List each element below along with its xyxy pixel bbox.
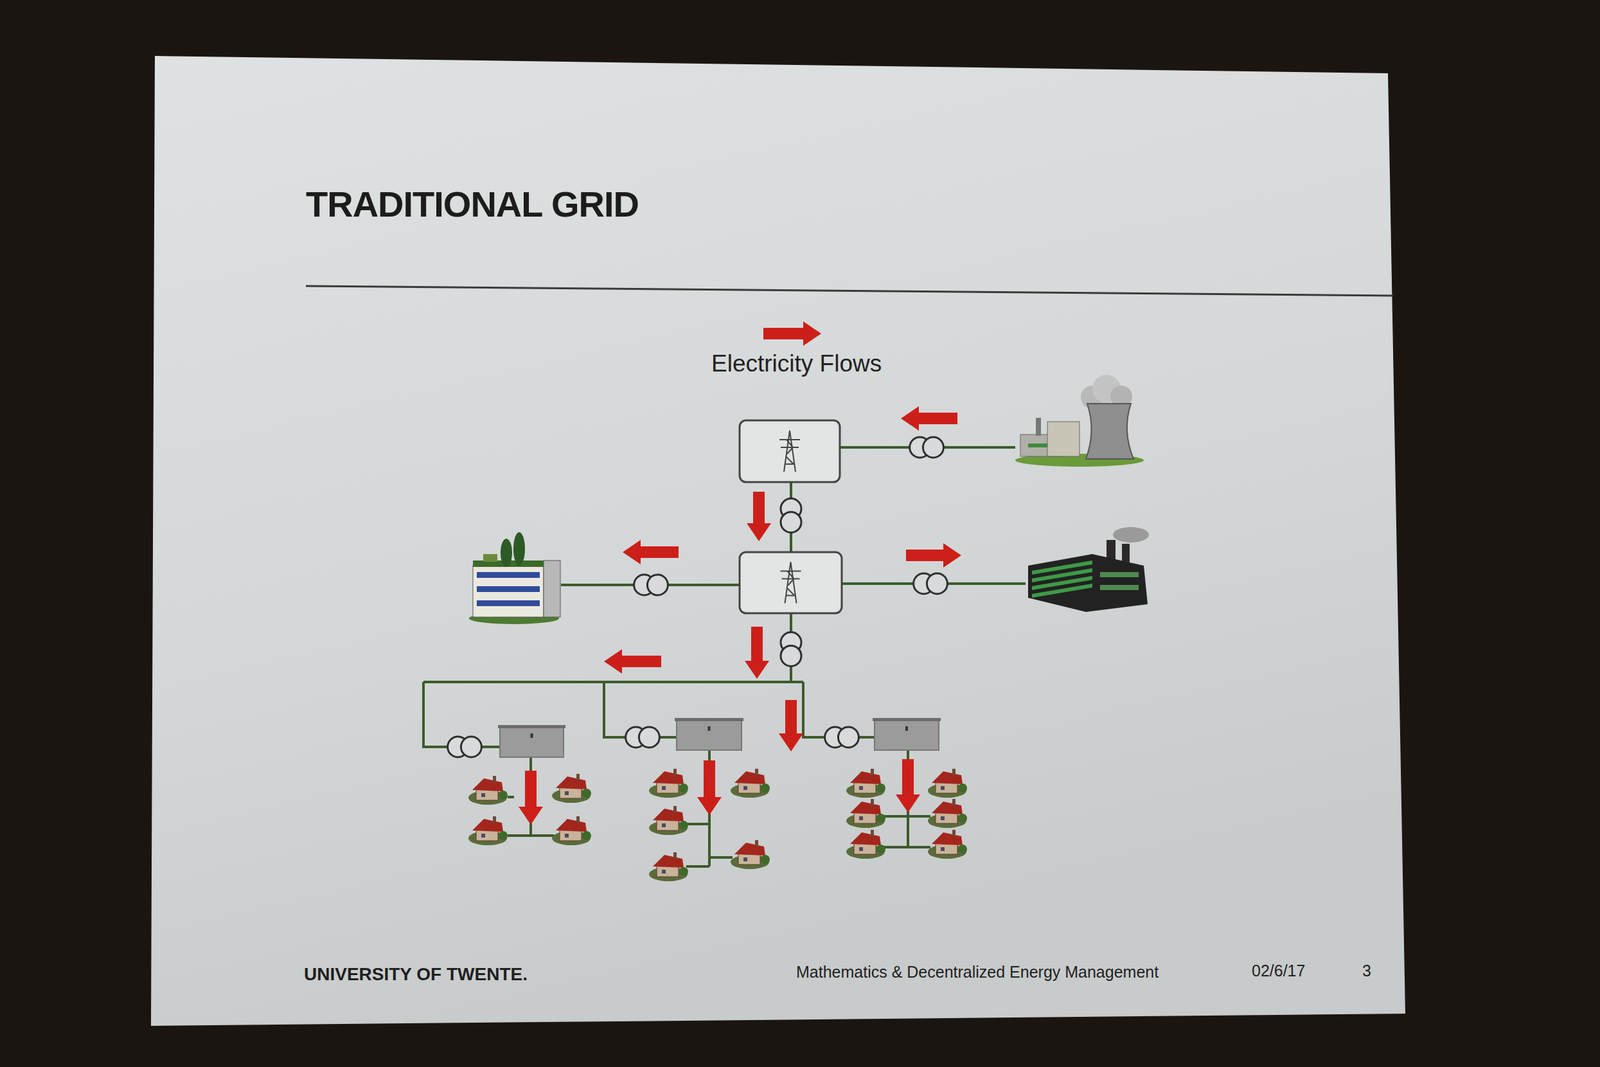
flow-arrow bbox=[746, 491, 772, 542]
factory-icon bbox=[1028, 526, 1149, 612]
transformer-symbol bbox=[825, 726, 860, 748]
flow-arrow bbox=[900, 406, 958, 431]
house-icon bbox=[468, 816, 508, 845]
transformer-coil bbox=[460, 736, 482, 757]
house-icon bbox=[927, 768, 968, 798]
grid-wire bbox=[883, 814, 931, 818]
pylon-icon bbox=[779, 430, 800, 472]
grid-wire bbox=[686, 864, 710, 868]
house-icon bbox=[648, 805, 689, 835]
transformer-symbol bbox=[634, 574, 669, 596]
transformer-coil bbox=[780, 645, 802, 666]
power-plant-icon bbox=[1015, 374, 1144, 467]
transformer-symbol bbox=[780, 498, 802, 533]
house-icon bbox=[927, 829, 968, 859]
substation-box bbox=[739, 420, 840, 482]
house-icon bbox=[730, 768, 770, 798]
page-number: 3 bbox=[1362, 961, 1372, 980]
substation-box bbox=[739, 551, 842, 614]
transformer-coil bbox=[647, 574, 668, 596]
office-icon bbox=[469, 532, 561, 624]
transformer-symbol bbox=[780, 632, 802, 667]
legend-text: Electricity Flows bbox=[711, 350, 882, 378]
distribution-cabinet bbox=[872, 717, 941, 750]
grid-wire bbox=[423, 680, 804, 684]
transformer-symbol bbox=[909, 436, 944, 458]
pylon-icon bbox=[780, 562, 802, 604]
distribution-cabinet bbox=[497, 724, 566, 757]
grid-wire bbox=[686, 822, 710, 826]
house-icon bbox=[927, 798, 968, 828]
legend-entry: Electricity Flows bbox=[711, 350, 882, 378]
house-icon bbox=[846, 829, 886, 859]
slide-screen bbox=[151, 55, 1406, 1026]
transformer-symbol bbox=[447, 736, 482, 757]
transformer-coil bbox=[780, 511, 802, 533]
house-icon bbox=[846, 798, 886, 828]
transformer-coil bbox=[922, 436, 944, 458]
flow-arrow bbox=[744, 626, 770, 679]
grid-wire bbox=[507, 795, 515, 799]
institution-name: UNIVERSITY OF TWENTE. bbox=[303, 963, 528, 985]
flow-arrow bbox=[622, 539, 679, 565]
grid-wire bbox=[709, 855, 733, 859]
transformer-coil bbox=[837, 726, 859, 748]
flow-arrow bbox=[906, 542, 962, 568]
transformer-symbol bbox=[913, 573, 948, 594]
house-icon bbox=[551, 773, 592, 803]
footer-course: Mathematics & Decentralized Energy Manag… bbox=[796, 962, 1159, 982]
house-icon bbox=[648, 768, 689, 798]
flow-arrow bbox=[763, 321, 822, 346]
house-icon bbox=[730, 839, 770, 869]
transformer-symbol bbox=[625, 726, 660, 748]
footer-date: 02/6/17 bbox=[1251, 961, 1306, 980]
flow-arrow bbox=[518, 770, 543, 825]
title-rule bbox=[305, 285, 1394, 296]
transformer-coil bbox=[638, 726, 660, 748]
flow-arrow bbox=[604, 648, 662, 674]
house-icon bbox=[551, 816, 592, 845]
grid-wire bbox=[507, 834, 554, 837]
flow-arrow bbox=[778, 699, 804, 752]
slide-title: TRADITIONAL GRID bbox=[305, 183, 639, 225]
flow-arrow bbox=[697, 760, 722, 815]
house-icon bbox=[846, 768, 886, 798]
house-icon bbox=[468, 775, 508, 805]
house-icon bbox=[648, 852, 689, 881]
transformer-coil bbox=[926, 573, 948, 594]
distribution-cabinet bbox=[674, 717, 744, 750]
grid-wire bbox=[883, 845, 931, 849]
flow-arrow bbox=[895, 758, 921, 813]
